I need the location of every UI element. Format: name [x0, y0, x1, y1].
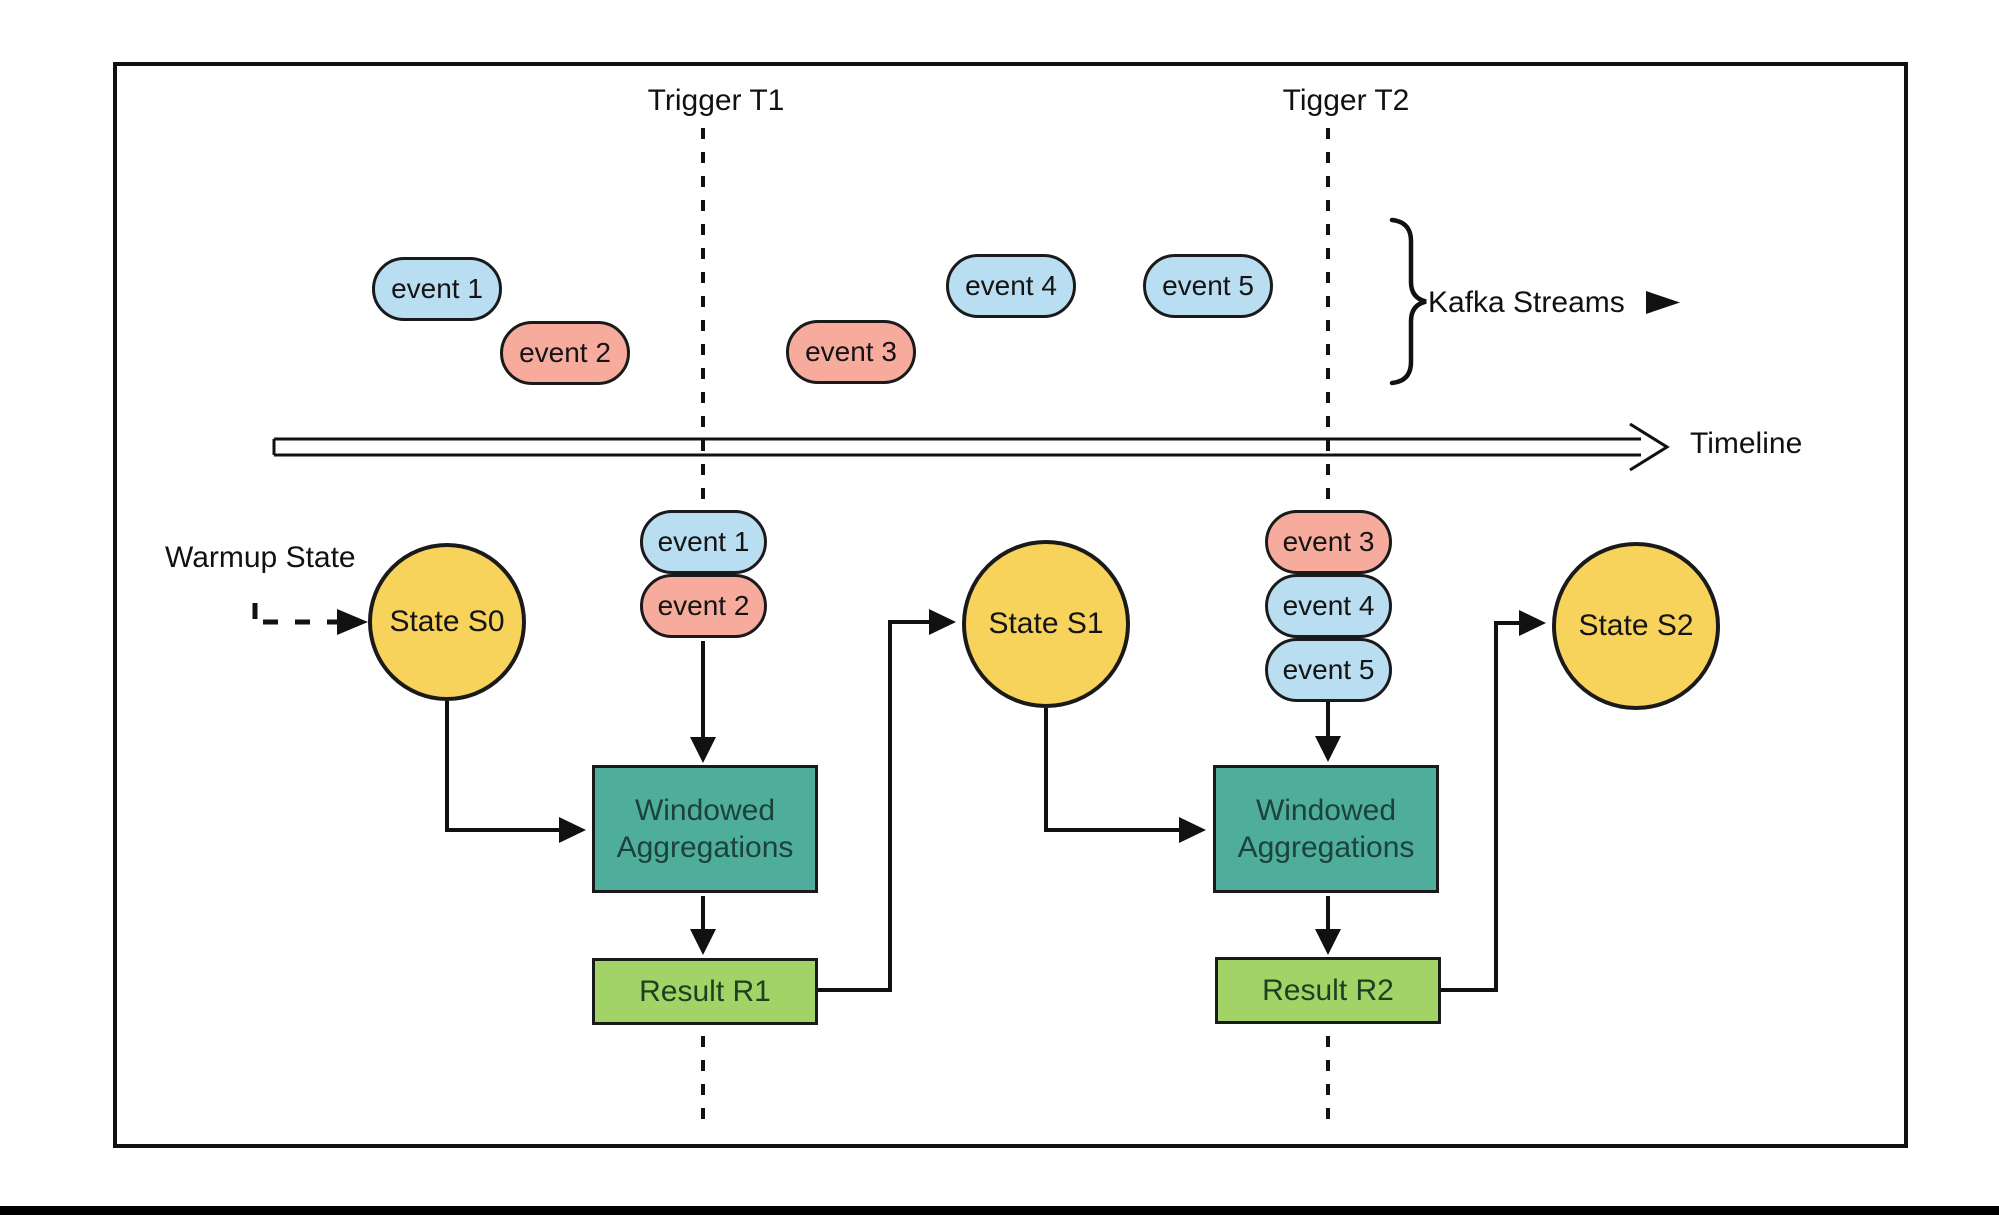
event-3-pill: event 3	[786, 320, 916, 384]
timeline-arrow	[272, 422, 1670, 472]
warmup-dashed-arrow	[252, 603, 368, 635]
stacked-event-5-pill: event 5	[1265, 638, 1392, 702]
curly-brace-icon	[1389, 217, 1427, 386]
trigger-t1-label: Trigger T1	[647, 84, 785, 117]
event-1-pill: event 1	[372, 257, 502, 321]
result-r1-box: Result R1	[592, 958, 818, 1025]
timeline-arrowhead-icon	[1629, 422, 1670, 472]
solid-arrowheads	[559, 609, 1546, 955]
state-s2-circle: State S2	[1552, 542, 1720, 710]
windowed-aggregations-box-1: Windowed Aggregations	[592, 765, 818, 893]
state-s1-circle: State S1	[962, 540, 1130, 708]
kafka-streams-label: Kafka Streams	[1428, 286, 1625, 319]
diagram-frame	[113, 62, 1908, 1148]
result-r2-box: Result R2	[1215, 957, 1441, 1024]
event-2-pill: event 2	[500, 321, 630, 385]
trigger-t2-label: Tigger T2	[1282, 84, 1410, 117]
event-4-pill: event 4	[946, 254, 1076, 318]
stacked-event-2-pill: event 2	[640, 574, 767, 638]
bottom-divider-bar	[0, 1206, 1999, 1215]
stacked-event-1-pill: event 1	[640, 510, 767, 574]
solid-connectors	[445, 620, 1520, 992]
stacked-event-3-pill: event 3	[1265, 510, 1392, 574]
warmup-state-label: Warmup State	[165, 541, 356, 574]
timeline-label: Timeline	[1690, 427, 1803, 460]
play-right-icon	[1646, 291, 1680, 314]
event-5-pill: event 5	[1143, 254, 1273, 318]
state-s0-circle: State S0	[368, 543, 526, 701]
stacked-event-4-pill: event 4	[1265, 574, 1392, 638]
windowed-aggregations-box-2: Windowed Aggregations	[1213, 765, 1439, 893]
